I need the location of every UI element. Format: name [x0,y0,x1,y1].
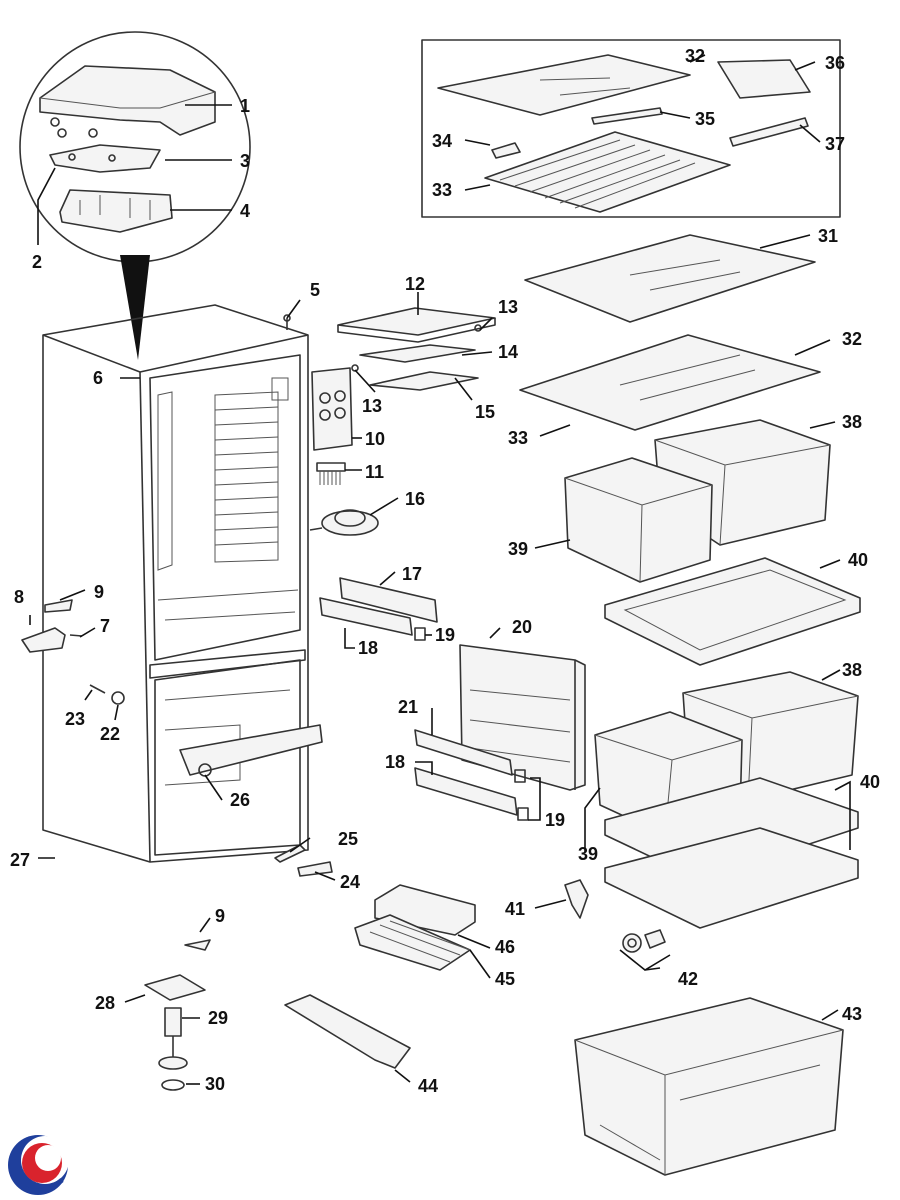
callout-33a: 33 [432,180,452,200]
callout-32b: 32 [842,329,862,349]
part-40-trays-lower [604,777,859,929]
part-40-tray-upper [604,557,861,666]
callout-7: 7 [100,616,110,636]
callout-40a: 40 [848,550,868,570]
callout-9a: 9 [94,582,104,602]
parts-12-15-light-assembly [337,307,496,391]
part-16-fan [309,509,379,536]
callout-45: 45 [495,969,515,989]
callout-2: 2 [32,252,42,272]
callout-39a: 39 [508,539,528,559]
brand-logo [8,1135,69,1195]
callout-3: 3 [240,151,250,171]
callout-22: 22 [100,724,120,744]
part-5-screw [283,314,291,330]
callout-26: 26 [230,790,250,810]
callout-19a: 19 [435,625,455,645]
callout-19b: 19 [545,810,565,830]
callout-21: 21 [398,697,418,717]
callout-11: 11 [365,462,384,482]
callout-30: 30 [205,1074,225,1094]
detail-pointer [120,255,150,360]
hinge-detail-circle [19,31,251,263]
parts-22-23-cap-screw [89,684,125,705]
callout-labels: 1 2 3 4 5 6 7 8 9 9 10 11 12 13 13 14 15… [10,46,880,1096]
leader-lines [29,54,851,1085]
callout-39b: 39 [578,844,598,864]
callout-20: 20 [512,617,532,637]
callout-29: 29 [208,1008,228,1028]
callout-13b: 13 [362,396,382,416]
part-10-control-panel [311,367,353,451]
callout-16: 16 [405,489,425,509]
cabinet [42,304,309,863]
part-32-33-shelf-tray [519,334,821,431]
callout-4: 4 [240,201,250,221]
callout-9b: 9 [215,906,225,926]
callout-32a: 32 [685,46,705,66]
shelf-detail-box [421,39,841,218]
part-44-tray [284,994,411,1069]
part-11-connector [316,462,346,485]
callout-6: 6 [93,368,103,388]
callout-18b: 18 [385,752,405,772]
callout-1: 1 [240,96,250,116]
callout-17: 17 [402,564,422,584]
part-31-glass-shelf [524,234,816,323]
callout-23: 23 [65,709,85,729]
part-20-panel [459,644,586,791]
callout-8: 8 [14,587,24,607]
parts-28-30-foot [144,939,211,1091]
callout-15: 15 [475,402,495,422]
callout-5: 5 [310,280,320,300]
callout-14: 14 [498,342,518,362]
callout-25: 25 [338,829,358,849]
callout-40b: 40 [860,772,880,792]
parts-17-19-rails [319,577,438,641]
callout-31: 31 [818,226,838,246]
callout-46: 46 [495,937,515,957]
parts-7-9-door-hinge [21,599,83,653]
parts-24-25-clips [274,844,333,877]
callout-36: 36 [825,53,845,73]
part-43-drawer [574,997,844,1176]
callout-33b: 33 [508,428,528,448]
parts-18-21-lower-rails [414,729,529,821]
callout-12: 12 [405,274,425,294]
callout-43: 43 [842,1004,862,1024]
callout-42: 42 [678,969,698,989]
callout-35: 35 [695,109,715,129]
callout-24: 24 [340,872,360,892]
callout-27: 27 [10,850,30,870]
callout-37: 37 [825,134,845,154]
parts-45-46-ice-trays [354,884,476,971]
callout-18a: 18 [358,638,378,658]
callout-13a: 13 [498,297,518,317]
callout-44: 44 [418,1076,438,1096]
part-39-crisper-upper [564,457,713,583]
callout-38a: 38 [842,412,862,432]
parts-41-42-fittings [564,879,666,953]
callout-10: 10 [365,429,385,449]
callout-28: 28 [95,993,115,1013]
callout-41: 41 [505,899,525,919]
callout-34: 34 [432,131,452,151]
callout-38b: 38 [842,660,862,680]
